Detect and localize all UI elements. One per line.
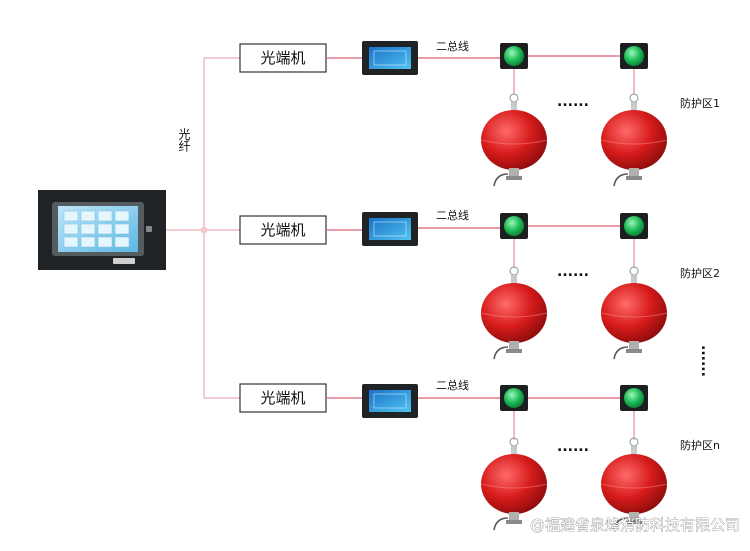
optical-converter-label: 光端机 (260, 49, 305, 67)
indicator-light (620, 43, 648, 69)
ellipsis: ...... (557, 439, 589, 455)
main-control-panel (38, 190, 166, 270)
optical-converter-box (239, 383, 327, 413)
panel-screen-grid (63, 210, 130, 248)
extinguisher (480, 93, 548, 187)
optical-converter-label: 光端机 (260, 389, 305, 407)
branch-n: 光端机 二总线 ...... 防护区n (239, 378, 720, 531)
more-zones-ellipsis: ...... (698, 345, 714, 377)
indicator-light (620, 385, 648, 411)
indicator-light (500, 43, 528, 69)
fiber-label: 光纤 (177, 128, 191, 152)
bus-label: 二总线 (436, 208, 469, 222)
indicator-light (620, 213, 648, 239)
optical-converter-label: 光端机 (260, 221, 305, 239)
controller-module (361, 211, 419, 247)
optical-converter-box (239, 43, 327, 73)
optical-converter-box (239, 215, 327, 245)
bus-label: 二总线 (436, 378, 469, 392)
fiber-junction (200, 226, 208, 234)
extinguisher (600, 266, 668, 360)
indicator-light (500, 385, 528, 411)
ellipsis: ...... (557, 94, 589, 110)
controller-module (361, 40, 419, 76)
branch-2: 光端机 二总线 ...... 防护区2 (239, 208, 720, 360)
zone-label: 防护区2 (680, 266, 720, 280)
extinguisher (600, 93, 668, 187)
zone-label: 防护区1 (680, 96, 720, 110)
watermark: @福建省泉烽消防科技有限公司 (530, 516, 740, 534)
indicator-light (500, 213, 528, 239)
controller-module (361, 383, 419, 419)
extinguisher (480, 266, 548, 360)
branch-1: 光端机 二总线 ...... 防护区1 (239, 39, 720, 187)
bus-label: 二总线 (436, 39, 469, 53)
zone-label: 防护区n (680, 438, 720, 452)
ellipsis: ...... (557, 264, 589, 280)
